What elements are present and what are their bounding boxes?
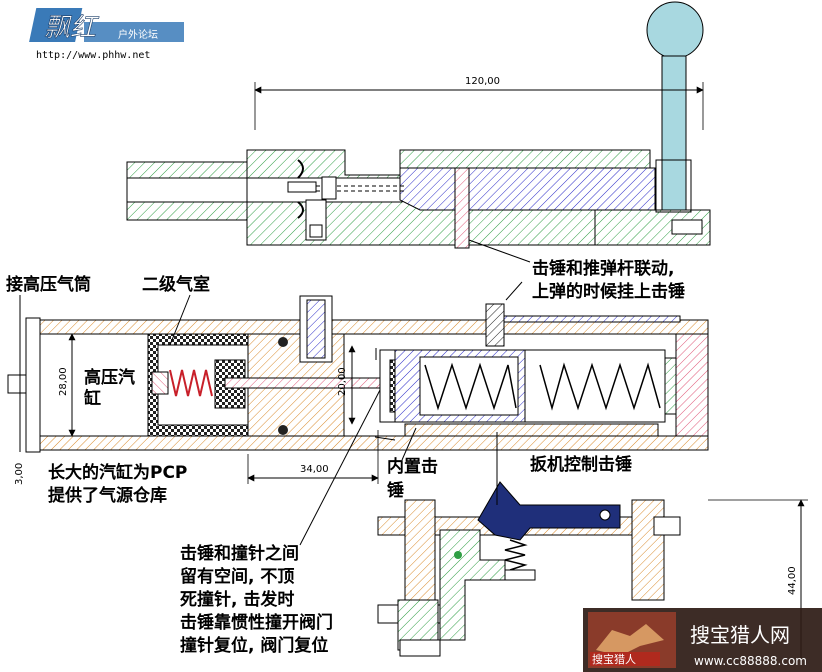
- valve-spring: [169, 369, 213, 397]
- dim-120: 120,00: [465, 76, 500, 87]
- trigger-assembly: 44,00: [377, 481, 808, 665]
- label-big-cylinder-1: 长大的汽缸为PCP: [48, 462, 187, 483]
- label-second-chamber: 二级气室: [142, 274, 210, 295]
- watermark-site-name: 搜宝猎人网: [690, 623, 790, 647]
- trigger-housing-left: [404, 499, 436, 601]
- hammer-spring-2: [539, 362, 661, 411]
- label-hp-tube: 接高压气筒: [6, 274, 91, 295]
- label-hammer-link-1: 击锤和推弹杆联动,: [532, 258, 674, 279]
- forum-watermark: 飘红 户外论坛 http://www.phhw.net: [29, 8, 184, 61]
- label-trigger-control: 扳机控制击锤: [530, 454, 632, 475]
- label-gap-5: 撞针复位, 阀门复位: [180, 635, 328, 656]
- middle-assembly: 28,00 20,00 34,00 3,00: [7, 295, 709, 485]
- label-gap-2: 留有空间, 不顶: [180, 566, 294, 587]
- bolt-body: [399, 167, 656, 211]
- dim-3: 3,00: [14, 463, 25, 485]
- dim-28: 28,00: [58, 367, 69, 396]
- sear-spring: [504, 539, 528, 571]
- leader-lines: [19, 281, 523, 546]
- dim-20: 20,00: [337, 367, 348, 396]
- site-watermark: 搜宝猎人 搜宝猎人网 www.cc88888.com: [583, 608, 822, 672]
- label-internal-hammer-2: 锤: [387, 480, 404, 501]
- forum-url: http://www.phhw.net: [36, 50, 150, 61]
- hammer-spring-1: [424, 362, 517, 411]
- watermark-url: www.cc88888.com: [694, 654, 807, 668]
- dim-44: 44,00: [787, 566, 798, 595]
- annotations: 接高压气筒 二级气室 高压汽 缸 击锤和推弹杆联动, 上弹的时候挂上击锤 长大的…: [6, 258, 685, 656]
- label-hp-cylinder-1: 高压汽: [84, 367, 135, 388]
- label-gap-4: 击锤靠惯性撞开阀门: [180, 612, 333, 633]
- label-hp-cylinder-2: 缸: [84, 388, 101, 409]
- label-gap-3: 死撞针, 击发时: [180, 589, 294, 610]
- trigger-lever: [439, 529, 506, 641]
- dim-34: 34,00: [300, 464, 329, 475]
- top-assembly: 120,00: [126, 1, 711, 249]
- pin-top: [454, 167, 470, 249]
- label-gap-1: 击锤和撞针之间: [180, 543, 299, 564]
- brand-logo-text: 飘红: [44, 13, 100, 43]
- brand-subtitle: 户外论坛: [118, 28, 158, 41]
- outer-tube-bottom-wall: [37, 435, 709, 451]
- label-internal-hammer-1: 内置击: [387, 456, 438, 477]
- label-hammer-link-2: 上弹的时候挂上击锤: [532, 281, 685, 302]
- bolt-handle-knob: [646, 1, 704, 59]
- watermark-logo-text: 搜宝猎人: [592, 652, 636, 666]
- sear-lever: [477, 481, 621, 541]
- trigger-housing-right: [631, 499, 665, 601]
- label-big-cylinder-2: 提供了气源仓库: [48, 485, 167, 506]
- bolt-handle-stem: [661, 55, 687, 217]
